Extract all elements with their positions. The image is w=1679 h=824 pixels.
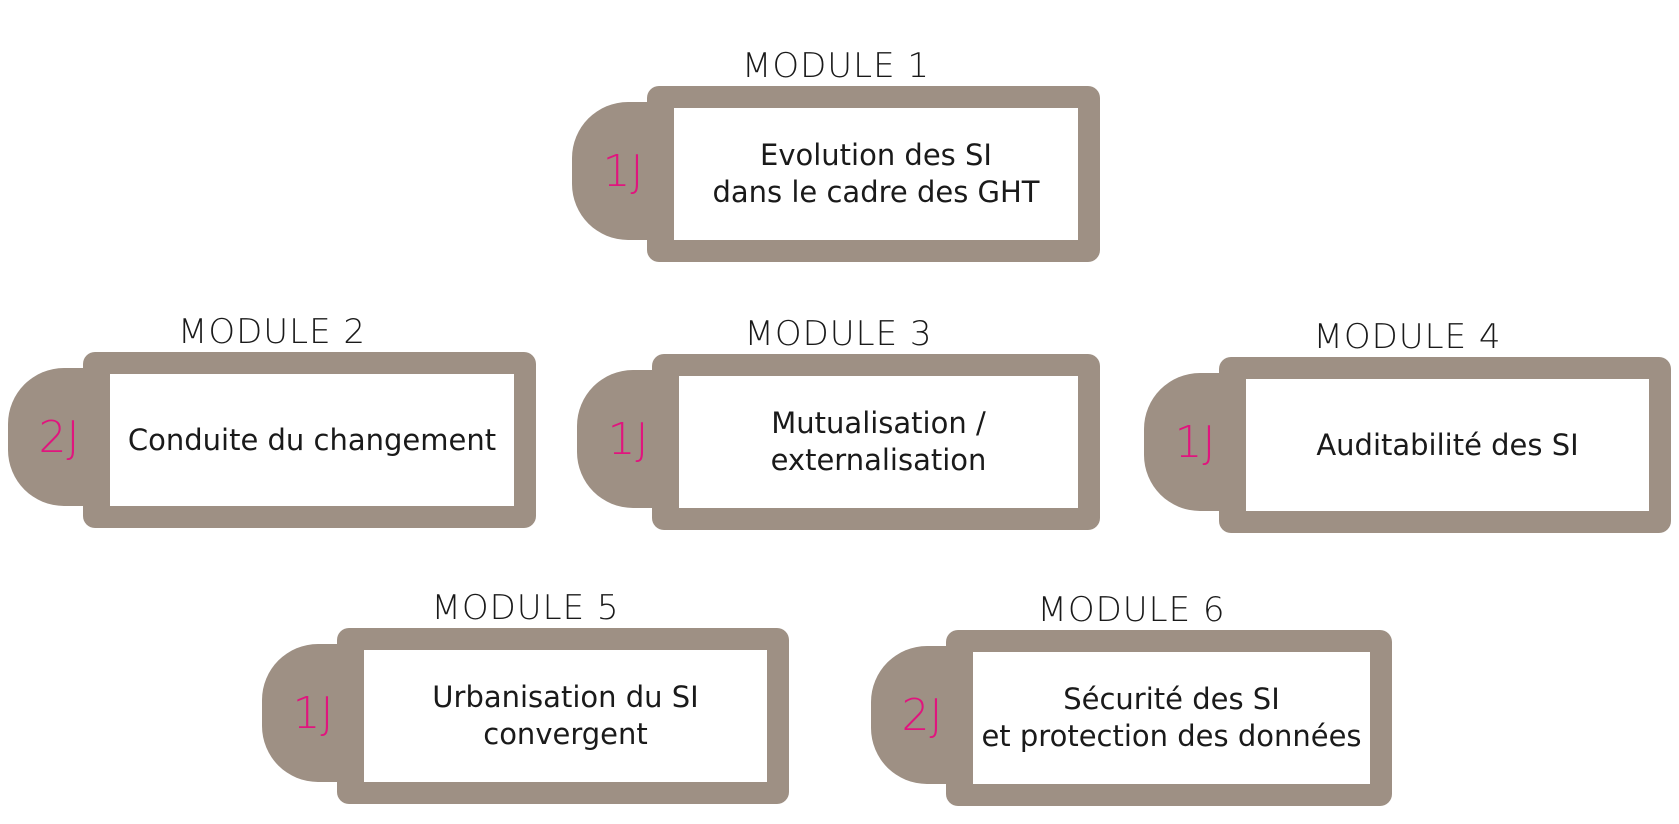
description-line: Conduite du changement bbox=[127, 422, 497, 457]
module-card-6: MODULE 6 2J Sécurité des SI et protectio… bbox=[871, 590, 1392, 806]
module-description: Urbanisation du SI convergent bbox=[364, 650, 767, 782]
module-card-5: MODULE 5 1J Urbanisation du SI convergen… bbox=[262, 588, 789, 804]
module-title: MODULE 2 bbox=[177, 312, 367, 352]
description-line: Evolution des SI bbox=[760, 138, 992, 172]
description-line: Auditabilité des SI bbox=[1316, 427, 1579, 462]
duration-label: 1J bbox=[602, 145, 644, 197]
module-title: MODULE 5 bbox=[431, 588, 620, 628]
module-title: MODULE 6 bbox=[1037, 590, 1226, 630]
module-card-4: MODULE 4 1J Auditabilité des SI bbox=[1144, 317, 1671, 533]
duration-label: 2J bbox=[901, 689, 943, 741]
module-card-3: MODULE 3 1J Mutualisation / externalisat… bbox=[577, 314, 1100, 530]
description-line: convergent bbox=[483, 717, 648, 751]
module-title: MODULE 3 bbox=[744, 314, 933, 354]
duration-label: 1J bbox=[292, 687, 334, 739]
module-description: Auditabilité des SI bbox=[1246, 379, 1649, 511]
description-line: Sécurité des SI bbox=[1063, 682, 1280, 716]
duration-label: 1J bbox=[1174, 416, 1216, 468]
description-line: et protection des données bbox=[981, 719, 1362, 753]
module-title: MODULE 1 bbox=[741, 46, 931, 86]
module-card-2: MODULE 2 2J Conduite du changement bbox=[8, 312, 536, 528]
module-title: MODULE 4 bbox=[1313, 317, 1502, 357]
module-card-1: MODULE 1 1J Evolution des SI dans le cad… bbox=[572, 46, 1100, 262]
description-line: dans le cadre des GHT bbox=[712, 175, 1040, 209]
module-description: Conduite du changement bbox=[110, 374, 514, 506]
duration-label: 1J bbox=[607, 413, 649, 465]
description-line: externalisation bbox=[770, 443, 987, 477]
module-description: Sécurité des SI et protection des donnée… bbox=[973, 652, 1370, 784]
description-line: Mutualisation / bbox=[771, 406, 986, 440]
duration-label: 2J bbox=[38, 411, 80, 463]
description-line: Urbanisation du SI bbox=[432, 680, 699, 714]
module-description: Evolution des SI dans le cadre des GHT bbox=[674, 108, 1078, 240]
module-description: Mutualisation / externalisation bbox=[679, 376, 1078, 508]
